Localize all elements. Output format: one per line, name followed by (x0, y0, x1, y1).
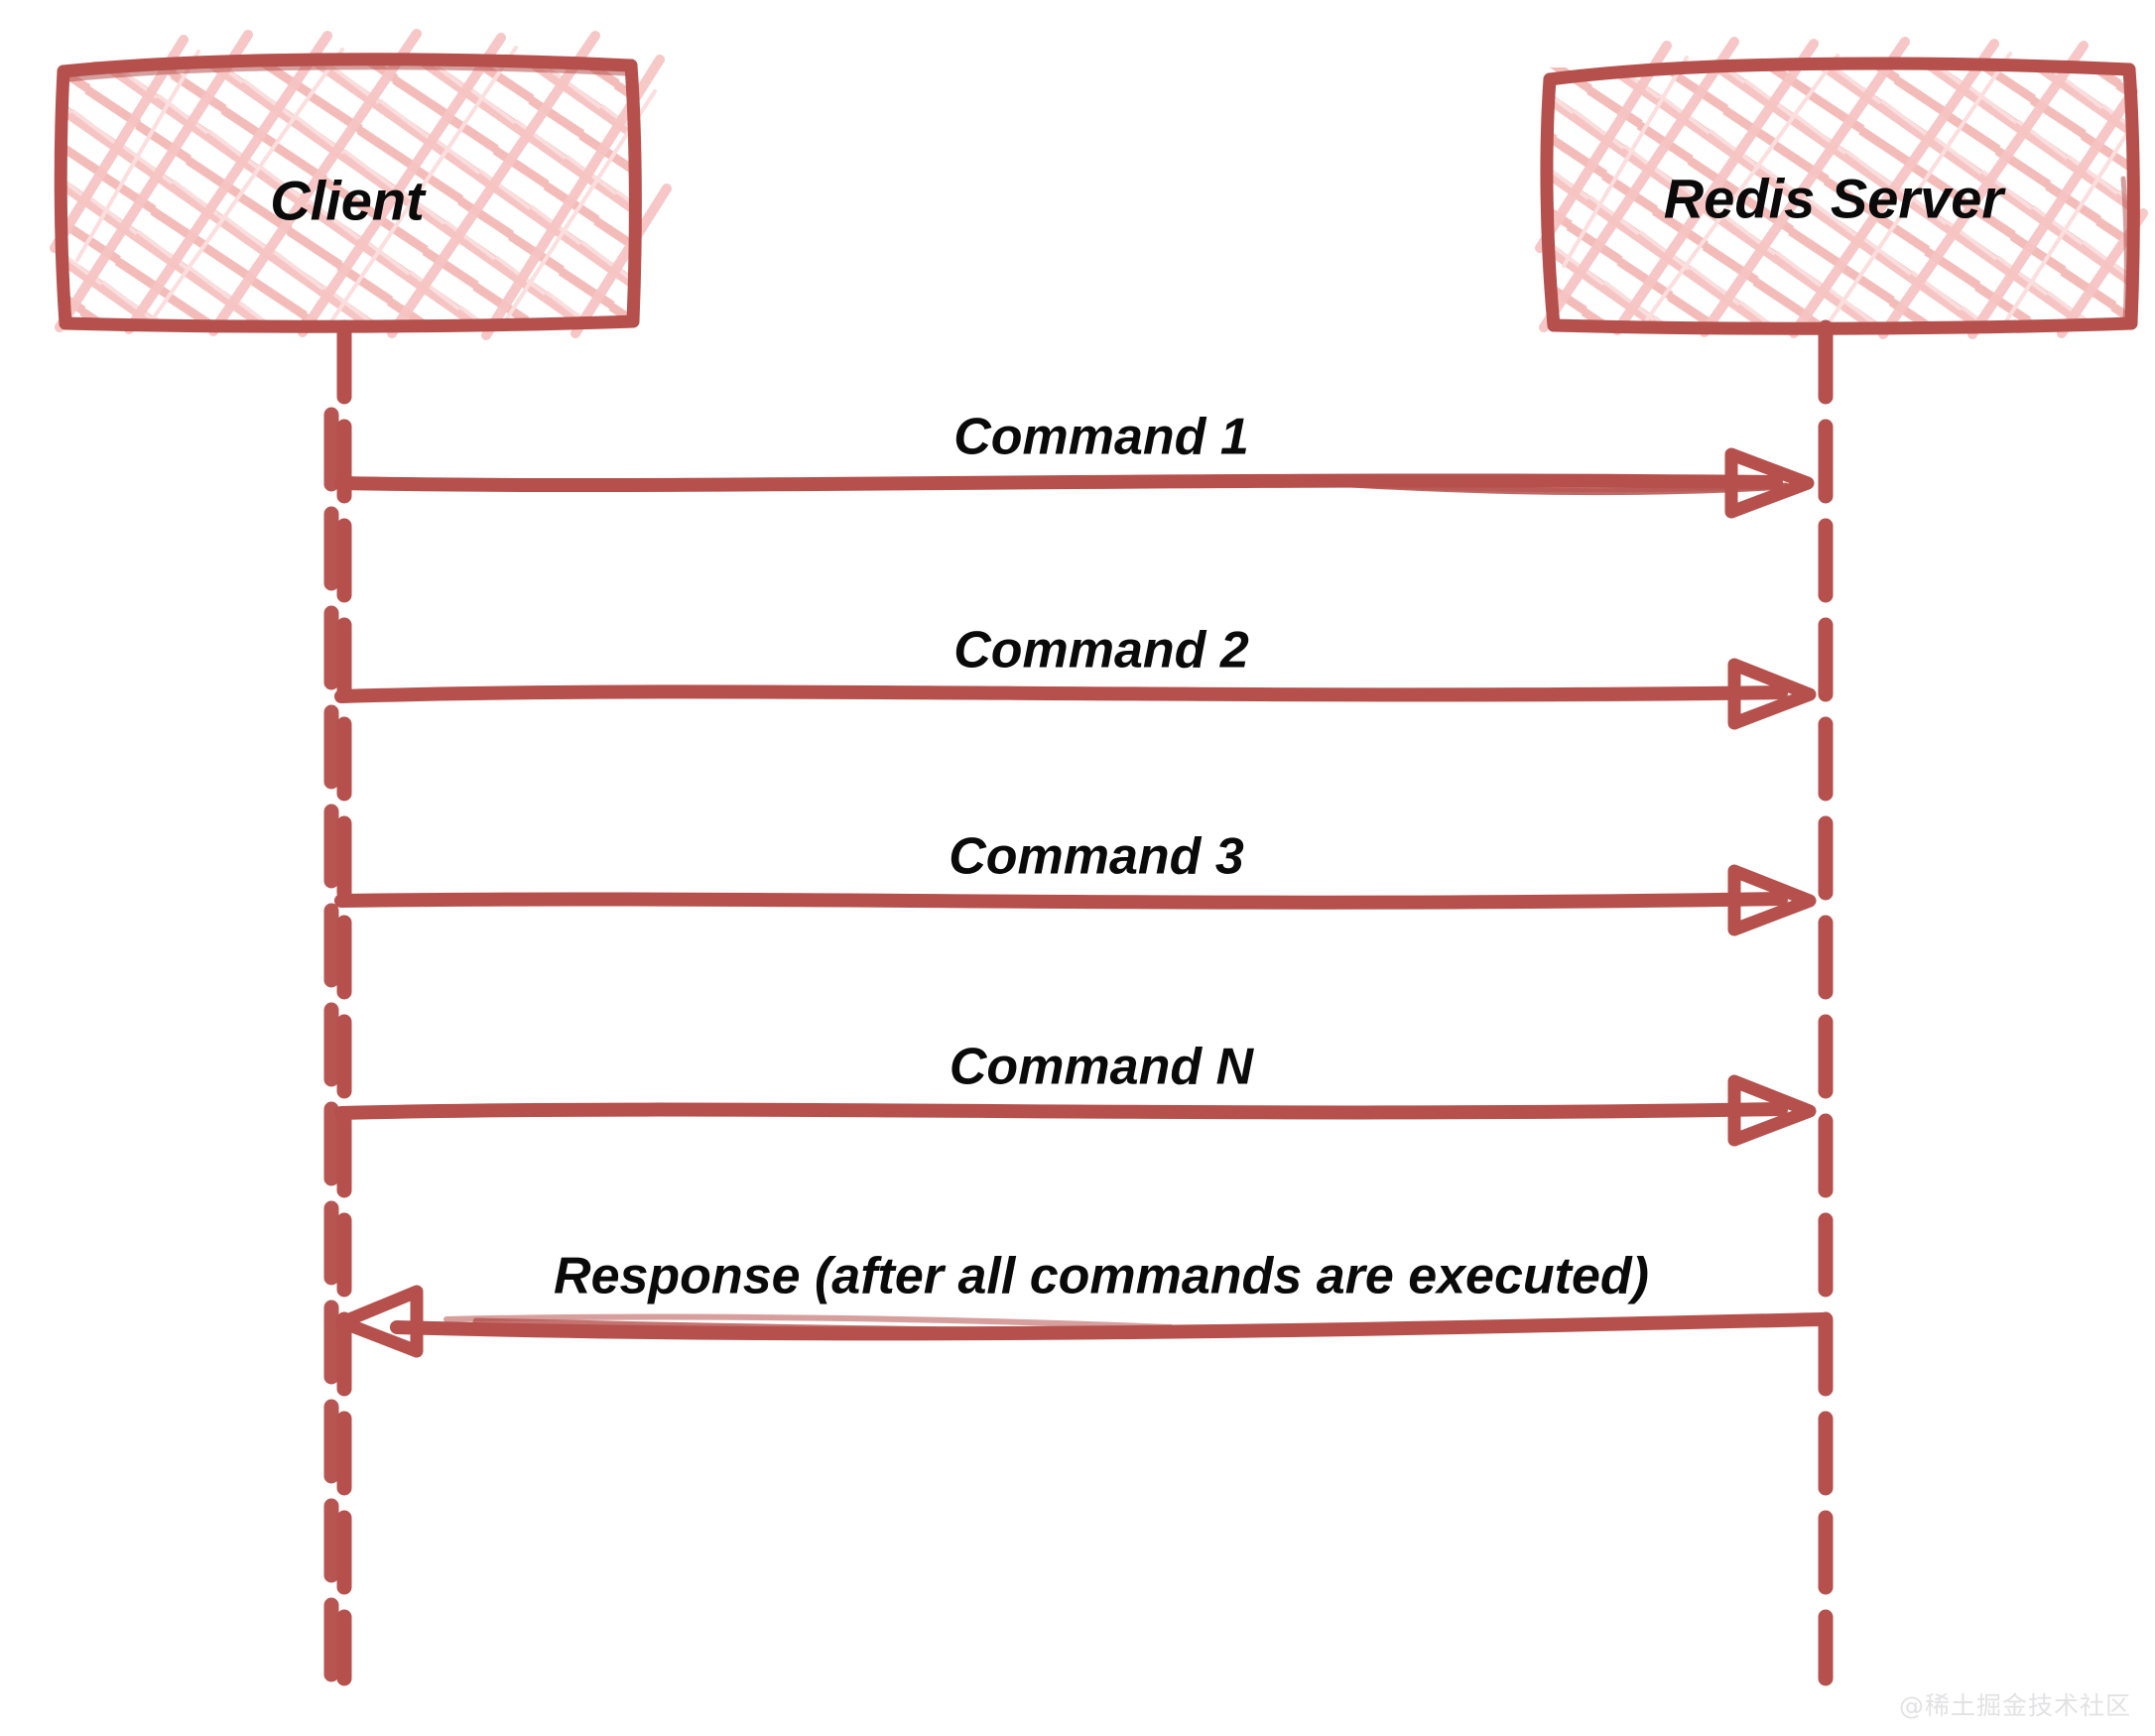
message-arrow-m1[interactable] (334, 447, 1815, 519)
message-label-command-1: Command 1 (948, 410, 1255, 466)
message-label-response: Response (after all commands are execute… (548, 1249, 1655, 1305)
message-arrow-m5[interactable] (335, 1285, 1829, 1358)
participant-label-client: Client (270, 169, 425, 232)
message-arrow-m4[interactable] (334, 1074, 1817, 1147)
message-label-command-3: Command 3 (943, 829, 1250, 886)
message-arrow-m3[interactable] (334, 864, 1817, 936)
watermark: @稀土掘金技术社区 (1898, 1691, 2131, 1720)
participant-label-server: Redis Server (1663, 167, 2004, 230)
message-arrow-m2[interactable] (334, 658, 1817, 730)
lifeline-client (323, 319, 352, 1686)
message-label-command-n: Command N (943, 1040, 1260, 1096)
message-label-command-2: Command 2 (948, 623, 1255, 680)
participant-box-server[interactable] (1528, 37, 2155, 363)
